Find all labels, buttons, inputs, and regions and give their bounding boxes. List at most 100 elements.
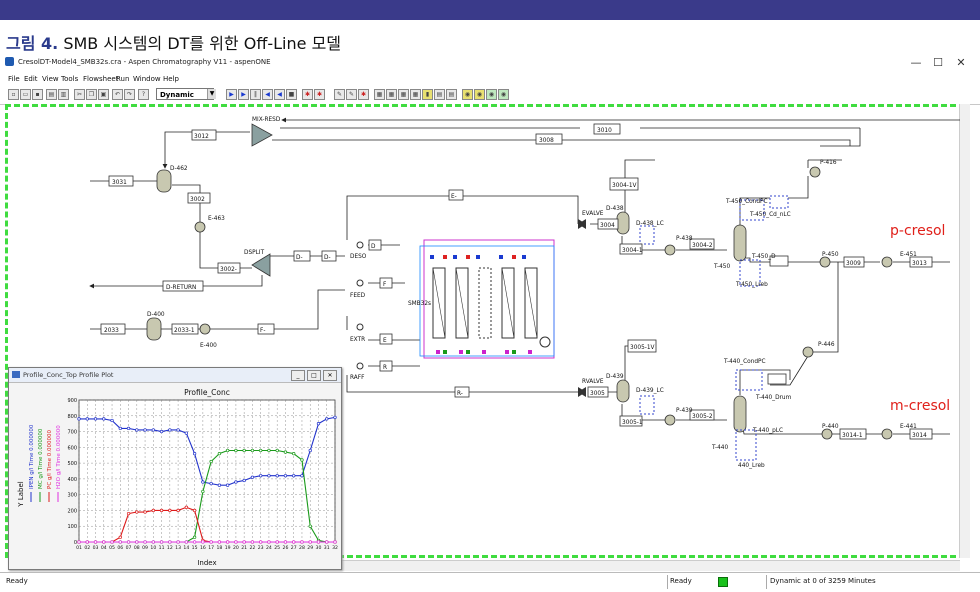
run-icon[interactable]: ▶ (226, 89, 237, 100)
snapshot-icon[interactable]: ✱ (302, 89, 313, 100)
analysis-icon[interactable]: ✱ (358, 89, 369, 100)
graph-icon[interactable]: ▤ (446, 89, 457, 100)
pause-icon[interactable]: ‖ (250, 89, 261, 100)
block-smb32s[interactable]: SMB32s (408, 301, 431, 307)
step-icon[interactable]: ▶ (238, 89, 249, 100)
restart-icon[interactable]: ◀ (274, 89, 285, 100)
block-t-440-condpc[interactable]: T-440_CondPC (723, 359, 766, 365)
port-deso[interactable]: DESO (350, 254, 367, 260)
save-icon[interactable]: ▪ (32, 89, 43, 100)
block-d-438[interactable]: D-438 (606, 206, 624, 212)
menu-run[interactable]: Run (116, 75, 130, 83)
stream-3005-2[interactable]: 3005-2 (692, 414, 713, 420)
stream-2033-1[interactable]: 2033-1 (174, 328, 195, 334)
specs-icon[interactable]: ✎ (334, 89, 345, 100)
variables-icon[interactable]: ✎ (346, 89, 357, 100)
block-t-450-d[interactable]: T-450_D (751, 254, 776, 260)
optimization-icon[interactable]: ◉ (498, 89, 509, 100)
stream-f-[interactable]: F- (260, 328, 265, 334)
stream-3002-[interactable]: 3002- (220, 267, 237, 273)
stream-e[interactable]: E (383, 338, 387, 344)
port-raff[interactable]: RAFF (350, 375, 364, 381)
block-d-462[interactable]: D-462 (170, 166, 188, 172)
stream-e-top[interactable]: E- (451, 194, 457, 200)
chevron-down-icon[interactable]: ▼ (207, 89, 216, 99)
rewind-icon[interactable]: ◀ (262, 89, 273, 100)
flowsheet-icon[interactable]: ▦ (374, 89, 385, 100)
plot-titlebar[interactable]: Profile_Conc_Top Profile Plot _ □ ✕ (9, 368, 341, 383)
check-icon[interactable]: ✱ (314, 89, 325, 100)
stream-3008[interactable]: 3008 (539, 138, 554, 144)
block-t-440-lc[interactable]: T-440_pLC (752, 428, 783, 434)
stream-d-2[interactable]: D- (324, 255, 331, 261)
stream-3010[interactable]: 3010 (597, 128, 612, 134)
stream-3031[interactable]: 3031 (112, 180, 127, 186)
menu-file[interactable]: File (8, 75, 20, 83)
block-p-440[interactable]: P-440 (822, 424, 839, 430)
stream-3004-1v[interactable]: 3004-1V (612, 183, 637, 189)
block-t-440[interactable]: T-440 (711, 445, 728, 451)
port-extr[interactable]: EXTR (350, 337, 365, 343)
close-button[interactable]: ✕ (956, 56, 966, 69)
block-d-439-lc[interactable]: D-439_LC (636, 388, 664, 394)
stream-d-[interactable]: D- (296, 255, 303, 261)
stream-3013[interactable]: 3013 (912, 261, 927, 267)
stream-3005-1[interactable]: 3005-1 (622, 420, 643, 426)
stream-f[interactable]: F (383, 282, 386, 288)
stream-d[interactable]: D (371, 244, 376, 250)
redo-icon[interactable]: ↷ (124, 89, 135, 100)
block-d-438-lc[interactable]: D-438_LC (636, 221, 664, 227)
block-p-446[interactable]: P-446 (818, 342, 835, 348)
stream-3005-1v[interactable]: 3005-1V (630, 345, 655, 351)
library-icon[interactable]: ◉ (462, 89, 473, 100)
block-e-400[interactable]: E-400 (200, 343, 217, 349)
block-e-441[interactable]: E-441 (900, 424, 917, 430)
plot-close-button[interactable]: ✕ (323, 370, 337, 381)
stream-d-return[interactable]: D-RETURN (166, 285, 196, 291)
form-icon[interactable]: ▤ (434, 89, 445, 100)
menu-window[interactable]: Window (133, 75, 161, 83)
print-icon[interactable]: ▤ (46, 89, 57, 100)
menu-flowsheet[interactable]: Flowsheet (83, 75, 119, 83)
stream-2033[interactable]: 2033 (104, 328, 119, 334)
copy-icon[interactable]: ❐ (86, 89, 97, 100)
menu-help[interactable]: Help (163, 75, 179, 83)
plot-maximize-button[interactable]: □ (307, 370, 321, 381)
model-icon[interactable]: ◉ (474, 89, 485, 100)
paste-icon[interactable]: ▣ (98, 89, 109, 100)
block-e-463[interactable]: E-463 (208, 216, 225, 222)
block-dsplit[interactable]: DSPLIT (244, 250, 265, 256)
cut-icon[interactable]: ✂ (74, 89, 85, 100)
stream-r[interactable]: R (383, 365, 387, 371)
help-pointer-icon[interactable]: ? (138, 89, 149, 100)
block-mix-resd[interactable]: MIX-RESD (252, 117, 281, 123)
stream-r-[interactable]: R- (457, 391, 463, 397)
menu-tools[interactable]: Tools (61, 75, 79, 83)
vertical-scrollbar[interactable] (959, 104, 970, 558)
stream-3012[interactable]: 3012 (194, 134, 209, 140)
plot-icon[interactable]: ▦ (386, 89, 397, 100)
block-t-450-reb[interactable]: T-450_Lreb (735, 282, 768, 288)
undo-icon[interactable]: ↶ (112, 89, 123, 100)
menu-edit[interactable]: Edit (24, 75, 38, 83)
minimize-button[interactable]: — (910, 56, 922, 69)
menu-view[interactable]: View (42, 75, 59, 83)
block-t-450-condpc[interactable]: T-450_CondPC (725, 199, 768, 205)
stream-3002[interactable]: 3002 (190, 197, 205, 203)
new-file-icon[interactable]: ▫ (8, 89, 19, 100)
open-folder-icon[interactable]: ▭ (20, 89, 31, 100)
history-icon[interactable]: ▦ (410, 89, 421, 100)
block-t-450-lc[interactable]: T-450_Cd_nLC (749, 212, 791, 218)
plot-minimize-button[interactable]: _ (291, 370, 305, 381)
stream-3004-2[interactable]: 3004-2 (692, 243, 713, 249)
block-t-450[interactable]: T-450 (713, 264, 730, 270)
block-rvalve[interactable]: RVALVE (582, 379, 604, 385)
print-preview-icon[interactable]: ▥ (58, 89, 69, 100)
profile-plot-window[interactable]: Profile_Conc_Top Profile Plot _ □ ✕ Prof… (8, 367, 342, 570)
stream-3005[interactable]: 3005 (590, 391, 605, 397)
bar-chart-icon[interactable]: ▮ (422, 89, 433, 100)
stream-3014-1[interactable]: 3014-1 (842, 433, 863, 439)
maximize-button[interactable]: ☐ (933, 56, 943, 69)
stream-3009[interactable]: 3009 (846, 261, 861, 267)
table-icon[interactable]: ▦ (398, 89, 409, 100)
